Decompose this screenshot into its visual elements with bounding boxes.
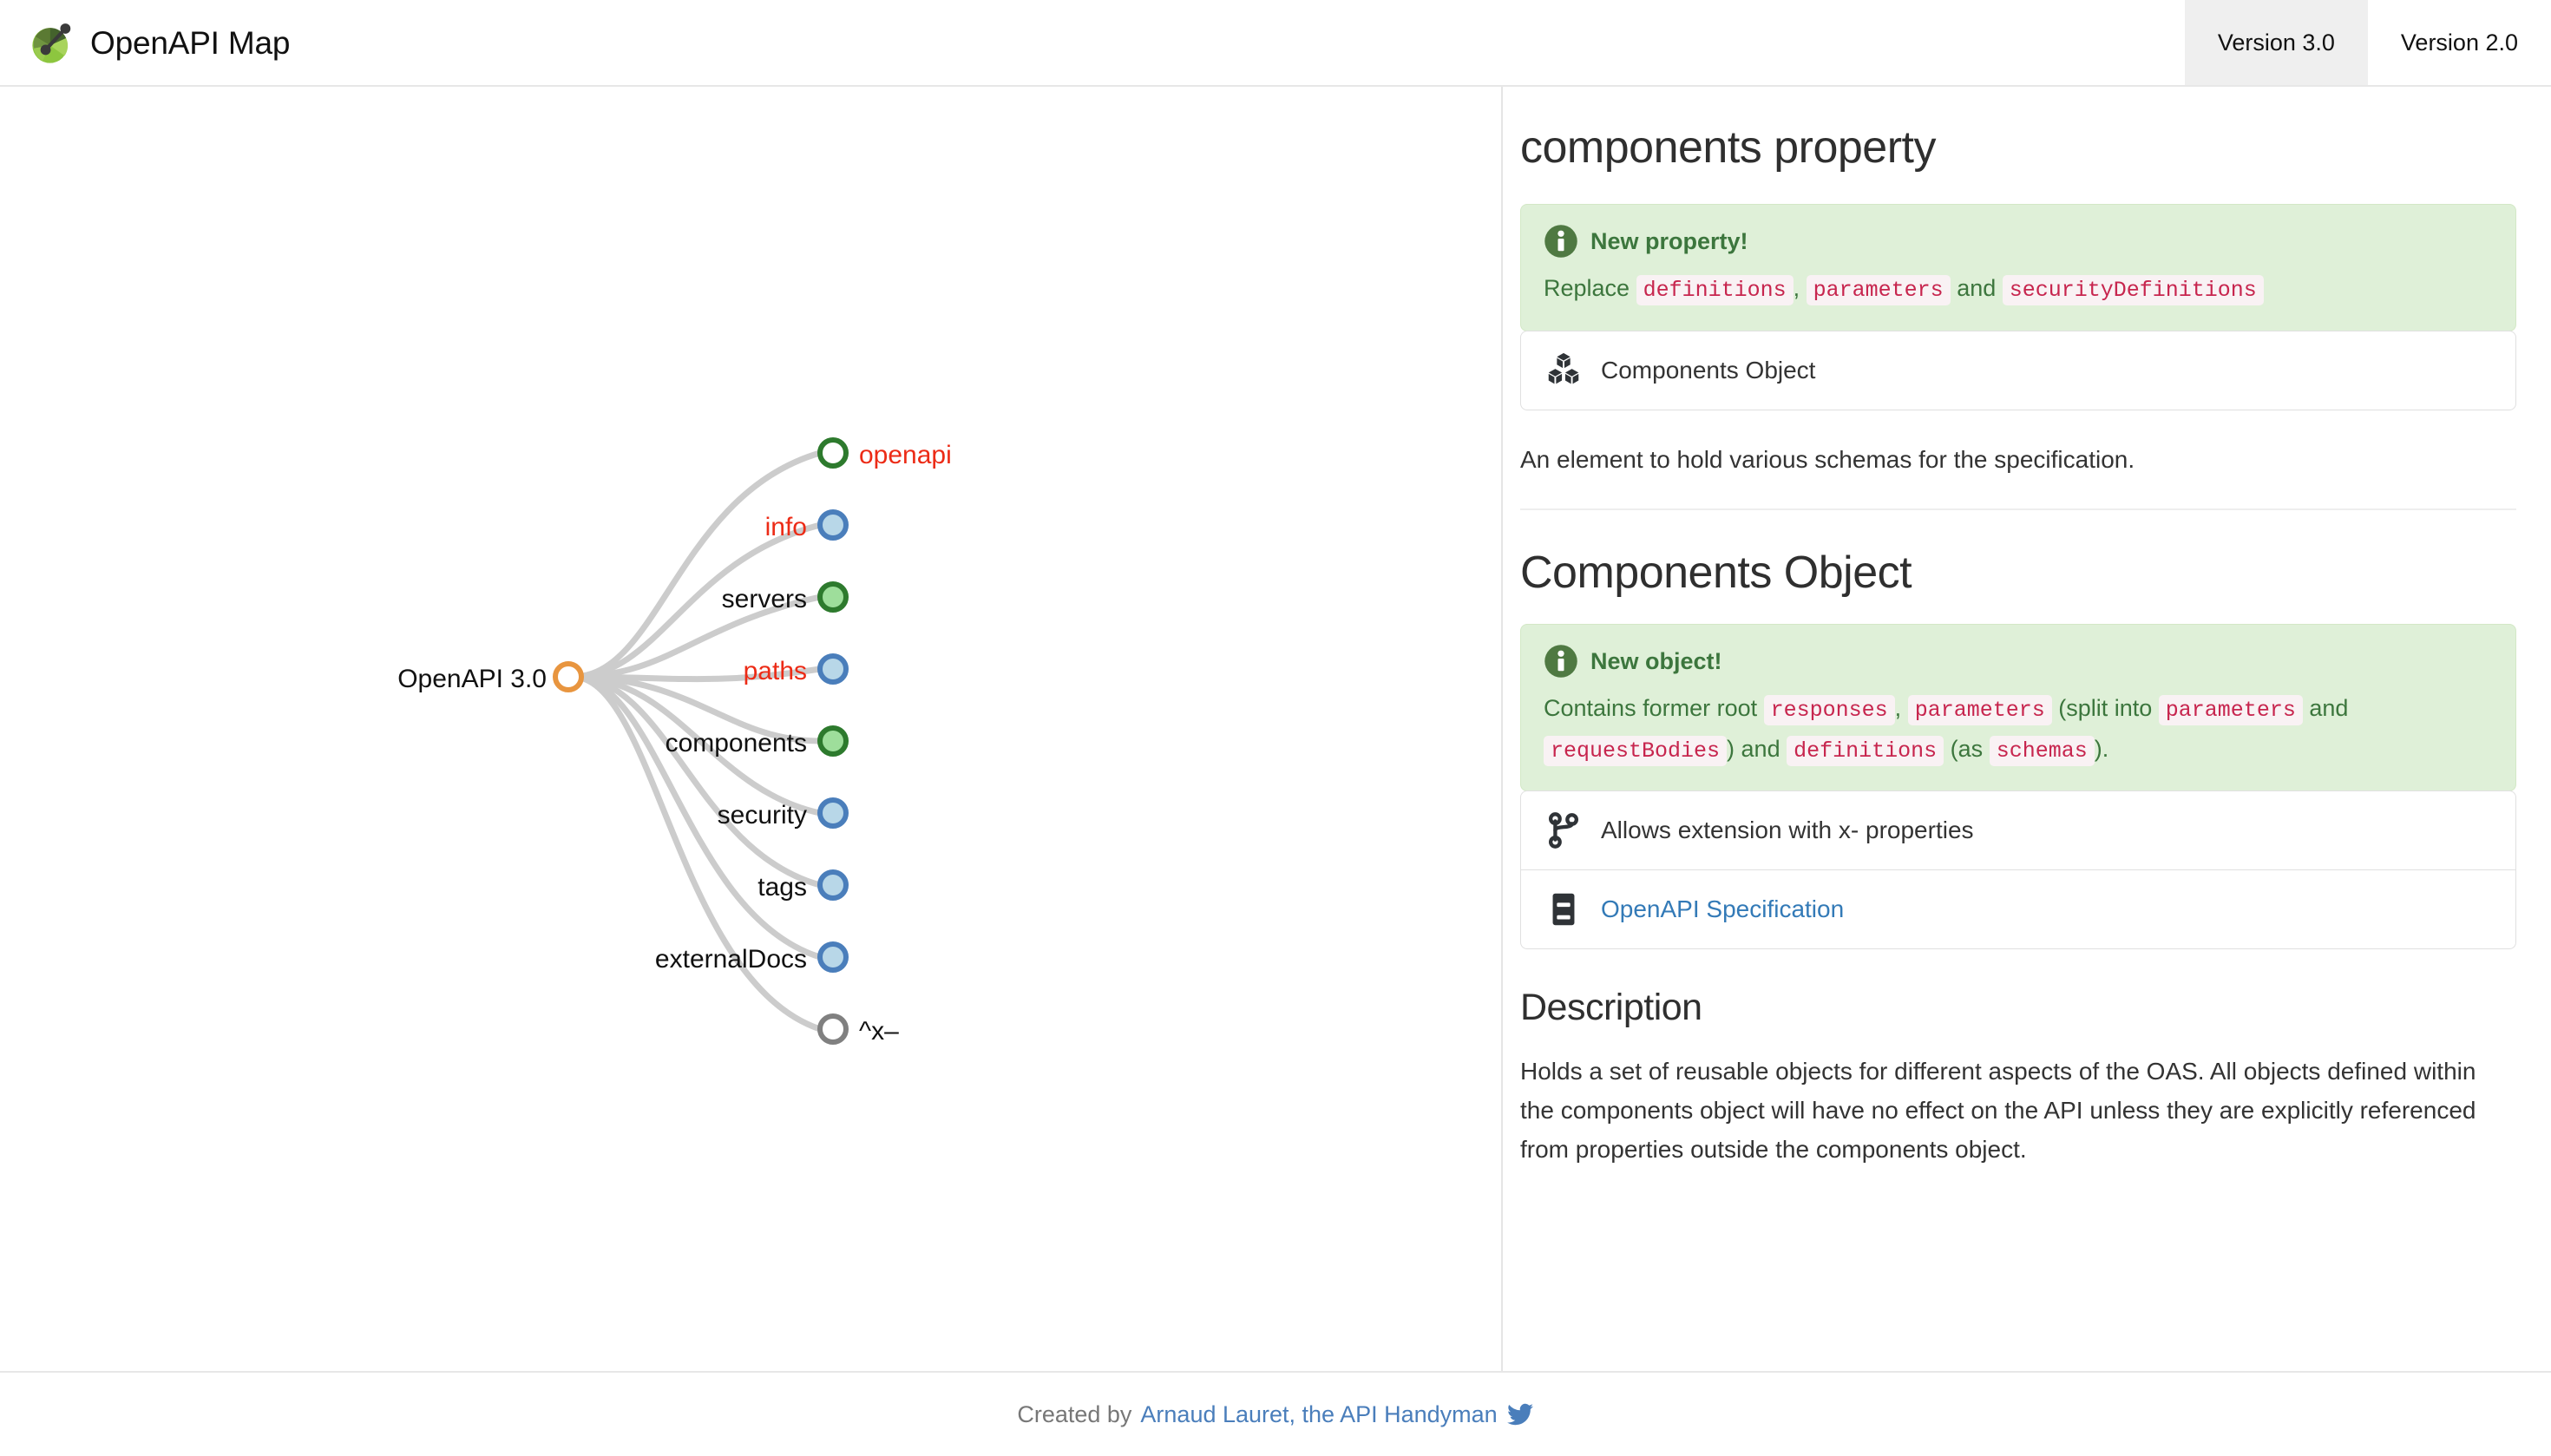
obj-t2: , bbox=[1894, 695, 1902, 722]
top-navbar: OpenAPI Map Version 3.0 Version 2.0 bbox=[0, 0, 2551, 87]
list-item-specification[interactable]: OpenAPI Specification bbox=[1520, 869, 2516, 950]
alert-sep-2: and bbox=[1957, 275, 1997, 302]
code-branch-icon bbox=[1548, 812, 1579, 849]
graph-node-openapi-label: openapi bbox=[859, 441, 952, 469]
object-alert: New object! Contains former root respons… bbox=[1520, 624, 2516, 792]
graph-node-root-label: OpenAPI 3.0 bbox=[397, 665, 547, 693]
graph-node-tags-label: tags bbox=[757, 873, 807, 902]
list-item-label: Allows extension with x- properties bbox=[1601, 817, 1974, 844]
list-item-components-object[interactable]: Components Object bbox=[1520, 330, 2516, 410]
code-definitions: definitions bbox=[1636, 275, 1794, 306]
graph-node-info-label: info bbox=[765, 513, 807, 541]
object-alert-body: Contains former root responses, paramete… bbox=[1544, 689, 2493, 770]
graph-node-components[interactable]: components bbox=[666, 725, 849, 758]
detail-pane: components property New property! Replac… bbox=[1503, 87, 2549, 1371]
list-item-extension[interactable]: Allows extension with x- properties bbox=[1520, 790, 2516, 871]
description-text: Holds a set of reusable objects for diff… bbox=[1520, 1057, 2476, 1164]
alert-text-replace: Replace bbox=[1544, 275, 1630, 302]
obj-t6: (as bbox=[1950, 735, 1984, 762]
object-list-group: Allows extension with x- properties Open… bbox=[1520, 790, 2516, 950]
code-definitions-2: definitions bbox=[1787, 735, 1944, 766]
alert-sep-1: , bbox=[1793, 275, 1800, 302]
list-item-label: Components Object bbox=[1601, 356, 1816, 384]
property-alert: New property! Replace definitions, param… bbox=[1520, 204, 2516, 331]
graph-edges bbox=[569, 449, 823, 1033]
graph-node-extension[interactable]: ^x– bbox=[817, 1013, 899, 1046]
code-parameters-2: parameters bbox=[1907, 695, 2052, 726]
obj-t1: Contains former root bbox=[1544, 695, 1758, 722]
version-tabs: Version 3.0 Version 2.0 bbox=[2184, 0, 2551, 85]
footer-prefix: Created by bbox=[1017, 1400, 1132, 1427]
obj-t5: ) and bbox=[1727, 735, 1780, 762]
openapi-specification-link[interactable]: OpenAPI Specification bbox=[1601, 895, 1845, 923]
graph-node-info[interactable]: info bbox=[765, 509, 849, 541]
graph-node-externaldocs[interactable]: externalDocs bbox=[655, 941, 849, 974]
page-title: components property bbox=[1520, 122, 1937, 173]
footer-author-link[interactable]: Arnaud Lauret, the API Handyman bbox=[1140, 1400, 1498, 1427]
property-alert-heading: New property! bbox=[1544, 224, 2493, 259]
code-parameters: parameters bbox=[1806, 275, 1951, 306]
property-alert-heading-text: New property! bbox=[1590, 227, 1748, 254]
graph-node-servers-label: servers bbox=[722, 585, 807, 613]
info-circle-icon bbox=[1544, 225, 1577, 258]
object-alert-heading-text: New object! bbox=[1590, 647, 1722, 674]
object-title: Components Object bbox=[1520, 548, 1912, 599]
page-footer: Created by Arnaud Lauret, the API Handym… bbox=[0, 1371, 2551, 1456]
property-list-group: Components Object bbox=[1520, 330, 2516, 410]
description-title: Description bbox=[1520, 987, 1702, 1029]
code-securitydefinitions: securityDefinitions bbox=[2002, 275, 2264, 306]
tab-version-3[interactable]: Version 3.0 bbox=[2184, 0, 2368, 85]
brand-title: OpenAPI Map bbox=[90, 24, 291, 61]
graph-node-tags[interactable]: tags bbox=[757, 869, 849, 902]
property-description: An element to hold various schemas for t… bbox=[1520, 445, 2135, 473]
obj-t3: (split into bbox=[2058, 695, 2153, 722]
graph-node-security[interactable]: security bbox=[718, 797, 849, 830]
graph-node-root[interactable]: OpenAPI 3.0 bbox=[397, 661, 584, 693]
book-icon bbox=[1552, 894, 1575, 926]
section-divider bbox=[1520, 508, 2516, 511]
object-alert-heading: New object! bbox=[1544, 644, 2493, 679]
openapi-tree-graph[interactable]: OpenAPI 3.0 openapi info servers paths bbox=[0, 87, 1503, 1371]
obj-t7: ). bbox=[2094, 735, 2109, 762]
graph-node-openapi[interactable]: openapi bbox=[817, 437, 952, 469]
code-parameters-3: parameters bbox=[2158, 695, 2303, 726]
graph-pane[interactable]: OpenAPI 3.0 openapi info servers paths bbox=[0, 87, 1503, 1371]
graph-node-security-label: security bbox=[718, 801, 807, 830]
info-circle-icon bbox=[1544, 645, 1577, 678]
main-content: OpenAPI 3.0 openapi info servers paths bbox=[0, 87, 2551, 1371]
graph-node-servers[interactable]: servers bbox=[722, 581, 849, 613]
obj-t4: and bbox=[2309, 695, 2349, 722]
property-alert-body: Replace definitions, parameters and secu… bbox=[1544, 269, 2493, 310]
twitter-icon[interactable] bbox=[1506, 1400, 1534, 1428]
openapi-map-logo-icon bbox=[32, 23, 71, 63]
graph-node-externaldocs-label: externalDocs bbox=[655, 945, 807, 974]
code-requestbodies: requestBodies bbox=[1544, 735, 1728, 766]
code-responses: responses bbox=[1763, 695, 1895, 726]
code-schemas: schemas bbox=[1989, 735, 2095, 766]
tab-version-2[interactable]: Version 2.0 bbox=[2400, 29, 2518, 56]
graph-node-paths[interactable]: paths bbox=[744, 653, 849, 685]
brand[interactable]: OpenAPI Map bbox=[0, 0, 290, 85]
graph-node-extension-label: ^x– bbox=[859, 1017, 899, 1046]
graph-node-components-label: components bbox=[666, 729, 807, 758]
graph-node-paths-label: paths bbox=[744, 657, 807, 685]
cubes-icon bbox=[1548, 352, 1579, 384]
